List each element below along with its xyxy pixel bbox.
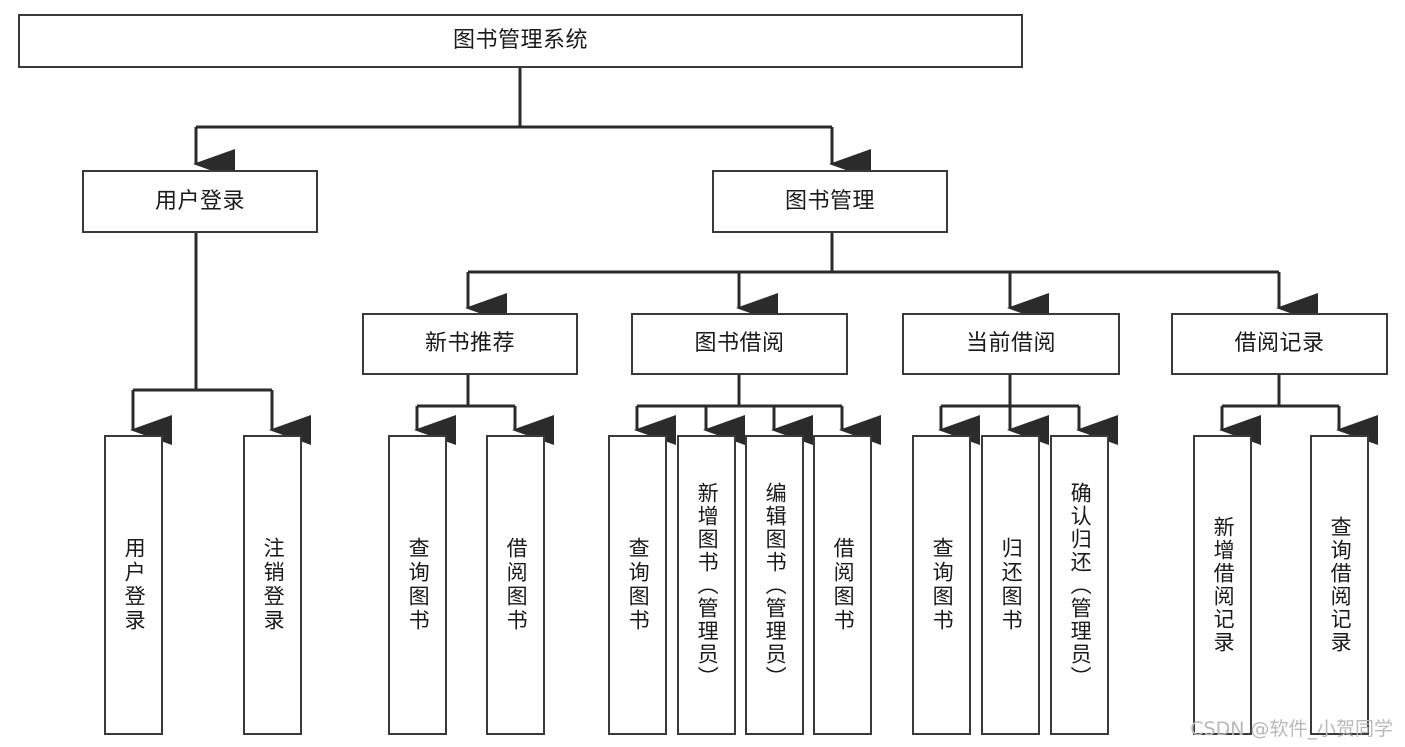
leaf-current-borrow-query-book[interactable]: 查询图书 <box>912 435 971 735</box>
node-label: 查询借阅记录 <box>1328 516 1353 654</box>
node-book-borrow[interactable]: 图书借阅 <box>631 313 848 375</box>
leaf-book-borrow-borrow-book[interactable]: 借阅图书 <box>813 435 872 735</box>
node-label: 注销登录 <box>261 537 286 633</box>
node-label: 查询图书 <box>626 537 651 633</box>
node-user-login[interactable]: 用户登录 <box>82 170 318 233</box>
node-new-book-recommend[interactable]: 新书推荐 <box>362 313 578 375</box>
node-label: 编辑图书（管理员） <box>763 481 788 689</box>
node-label: 新书推荐 <box>424 331 515 357</box>
node-root-book-management-system[interactable]: 图书管理系统 <box>18 14 1023 68</box>
node-label: 当前借阅 <box>965 331 1056 357</box>
node-label: 图书借阅 <box>694 331 785 357</box>
leaf-book-borrow-query-book[interactable]: 查询图书 <box>608 435 667 735</box>
node-current-borrow[interactable]: 当前借阅 <box>902 313 1120 375</box>
leaf-borrow-record-query-record[interactable]: 查询借阅记录 <box>1310 435 1369 735</box>
leaf-borrow-record-add-record[interactable]: 新增借阅记录 <box>1193 435 1252 735</box>
node-label: 新增图书（管理员） <box>695 481 720 689</box>
node-label: 借阅记录 <box>1234 331 1325 357</box>
node-book-management[interactable]: 图书管理 <box>712 170 948 233</box>
node-label: 借阅图书 <box>831 537 856 633</box>
leaf-current-borrow-return-book[interactable]: 归还图书 <box>981 435 1040 735</box>
leaf-new-book-query-book[interactable]: 查询图书 <box>388 435 447 735</box>
node-label: 借阅图书 <box>504 537 529 633</box>
node-label: 归还图书 <box>999 537 1024 633</box>
node-label: 图书管理系统 <box>452 28 588 54</box>
node-borrow-record[interactable]: 借阅记录 <box>1171 313 1388 375</box>
node-label: 用户登录 <box>154 188 245 214</box>
node-label: 图书管理 <box>784 188 875 214</box>
leaf-current-borrow-confirm-return-admin[interactable]: 确认归还（管理员） <box>1050 435 1109 735</box>
node-label: 用户登录 <box>122 537 147 633</box>
node-label: 查询图书 <box>406 537 431 633</box>
leaf-user-login-login[interactable]: 用户登录 <box>104 435 163 735</box>
node-label: 确认归还（管理员） <box>1068 481 1093 689</box>
node-label: 新增借阅记录 <box>1211 516 1236 654</box>
leaf-book-borrow-edit-book-admin[interactable]: 编辑图书（管理员） <box>745 435 804 735</box>
leaf-book-borrow-add-book-admin[interactable]: 新增图书（管理员） <box>677 435 736 735</box>
node-label: 查询图书 <box>930 537 955 633</box>
leaf-new-book-borrow-book[interactable]: 借阅图书 <box>486 435 545 735</box>
leaf-user-login-logout[interactable]: 注销登录 <box>243 435 302 735</box>
